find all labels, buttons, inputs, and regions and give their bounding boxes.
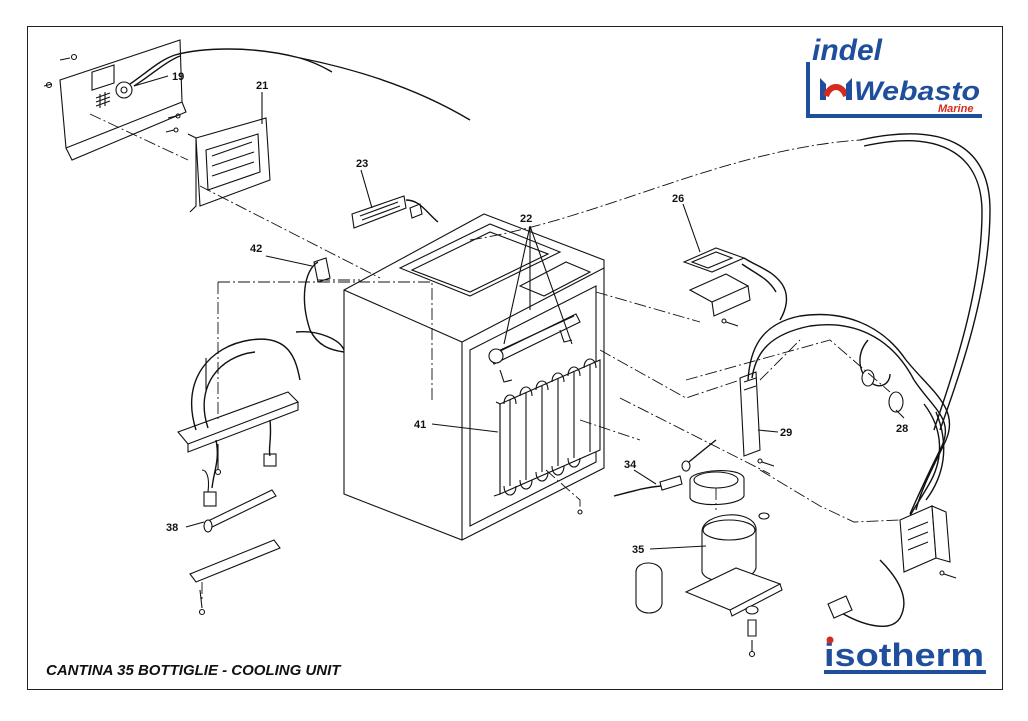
capillary-tube [488,313,581,383]
logo-w-arc [823,84,849,98]
callout-29: 29 [780,427,792,439]
logo-isotherm-text: isotherm [824,637,984,673]
wire-clamp [859,339,904,413]
assembly-lines [89,113,901,600]
logo-marine-text: Marine [938,103,973,115]
heater-plate [165,113,271,213]
logo-indel-text: indel [812,34,883,67]
isotherm-logo: isotherm [824,636,986,674]
control-board [351,195,439,229]
logo-bar-horizontal [806,114,982,118]
leader-lines [133,75,905,550]
callout-22: 22 [520,213,532,225]
logo-w-left [820,78,826,100]
logo-underline [824,670,986,674]
callout-41: 41 [414,419,426,431]
fan-assembly [177,331,345,616]
logo-i-dot [826,636,834,644]
callout-35: 35 [632,544,644,556]
callout-38: 38 [166,522,178,534]
logo-w-right [846,78,852,100]
callout-28: 28 [896,423,908,435]
junction-box [827,505,957,627]
callout-19: 19 [172,71,184,83]
indel-webasto-marine-logo: indel Webasto Marine [806,34,982,118]
back-panel-fan [43,39,333,161]
power-cable-bundle [299,57,991,517]
sensor-34 [613,439,717,497]
condenser-coil [493,358,601,497]
sensor-42 [303,257,345,353]
drawing-frame [27,26,1003,690]
compressor [635,470,783,658]
callout-21: 21 [256,80,268,92]
thermostat-module [682,247,788,327]
start-relay [739,313,915,467]
logo-webasto-text: Webasto [854,76,980,106]
screw [577,509,583,515]
callout-42: 42 [250,243,262,255]
callout-26: 26 [672,193,684,205]
diagram-title: CANTINA 35 BOTTIGLIE - COOLING UNIT [46,662,341,679]
callout-34: 34 [624,459,637,471]
logo-bar-vertical [806,62,810,118]
callout-23: 23 [356,158,368,170]
